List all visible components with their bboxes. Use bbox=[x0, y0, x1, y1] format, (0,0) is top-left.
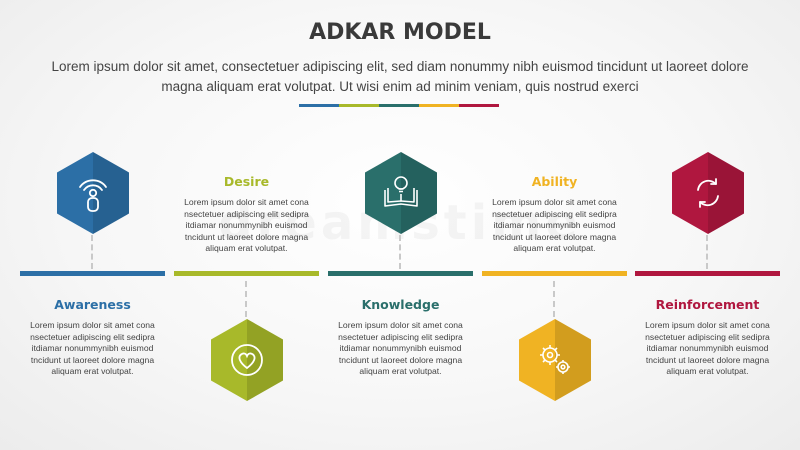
step-reinforcement: Reinforcement Lorem ipsum dolor sit amet… bbox=[635, 0, 780, 450]
hexagon-desire bbox=[211, 319, 283, 401]
dashed-connector bbox=[91, 235, 93, 269]
page-subtitle: Lorem ipsum dolor sit amet, consectetuer… bbox=[51, 59, 749, 94]
step-heading: Reinforcement bbox=[655, 297, 760, 312]
dashed-connector bbox=[245, 281, 247, 317]
step-description: Lorem ipsum dolor sit amet cona nsectetu… bbox=[492, 197, 617, 253]
dashed-connector bbox=[706, 235, 708, 269]
timeline-segment bbox=[20, 271, 165, 276]
gears-icon bbox=[540, 345, 570, 374]
timeline-segment bbox=[482, 271, 627, 276]
step-heading: Ability bbox=[531, 174, 578, 189]
hexagon-knowledge bbox=[365, 152, 437, 234]
refresh-cycle-icon bbox=[697, 178, 719, 208]
step-description: Lorem ipsum dolor sit amet cona nsectetu… bbox=[184, 197, 309, 253]
accent-segment bbox=[419, 104, 459, 107]
step-description: Lorem ipsum dolor sit amet cona nsectetu… bbox=[30, 320, 155, 376]
hexagon-ability bbox=[519, 319, 591, 401]
open-book-idea-icon bbox=[384, 176, 418, 207]
heart-icon bbox=[231, 344, 263, 376]
step-description: Lorem ipsum dolor sit amet cona nsectetu… bbox=[338, 320, 463, 376]
step-ability: Ability Lorem ipsum dolor sit amet cona … bbox=[482, 0, 627, 450]
step-heading: Awareness bbox=[54, 297, 131, 312]
accent-color-bar bbox=[299, 104, 499, 107]
step-heading: Desire bbox=[223, 174, 270, 189]
step-knowledge: Knowledge Lorem ipsum dolor sit amet con… bbox=[328, 0, 473, 450]
dashed-connector bbox=[399, 235, 401, 269]
accent-segment bbox=[379, 104, 419, 107]
accent-segment bbox=[299, 104, 339, 107]
person-broadcast-icon bbox=[79, 179, 107, 212]
accent-segment bbox=[339, 104, 379, 107]
hexagon-awareness bbox=[57, 152, 129, 234]
timeline-segment bbox=[635, 271, 780, 276]
dashed-connector bbox=[553, 281, 555, 317]
timeline-segment bbox=[174, 271, 319, 276]
step-awareness: Awareness Lorem ipsum dolor sit amet con… bbox=[20, 0, 165, 450]
step-description: Lorem ipsum dolor sit amet cona nsectetu… bbox=[645, 320, 770, 376]
accent-segment bbox=[459, 104, 499, 107]
step-heading: Knowledge bbox=[361, 297, 440, 312]
timeline-segment bbox=[328, 271, 473, 276]
page-title: ADKAR MODEL bbox=[309, 20, 491, 45]
step-desire: Desire Lorem ipsum dolor sit amet cona n… bbox=[174, 0, 319, 450]
hexagon-reinforcement bbox=[672, 152, 744, 234]
